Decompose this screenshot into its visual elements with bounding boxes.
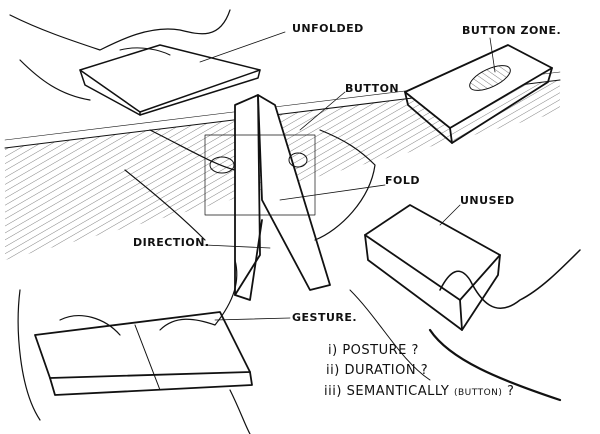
question-number: ii) [326, 363, 340, 378]
unused-device-sketch [349, 204, 581, 402]
unfolded-device-sketch [9, 9, 261, 116]
question-semantically: iii) SEMANTICALLY (BUTTON) ? [324, 384, 514, 399]
label-gesture: GESTURE. [292, 311, 358, 324]
button-zone-device-sketch [404, 44, 553, 144]
question-note: (BUTTON) [453, 388, 503, 398]
question-number: i) [328, 343, 338, 358]
question-text: DURATION ? [344, 363, 429, 378]
label-unfolded: UNFOLDED [292, 22, 364, 35]
label-unused: UNUSED [460, 194, 515, 207]
leader-lines [199, 31, 496, 321]
folded-device-sketch [124, 94, 376, 301]
question-duration: ii) DURATION ? [326, 363, 428, 378]
question-posture: i) POSTURE ? [328, 343, 419, 358]
gesture-device-sketch [17, 259, 253, 434]
label-button-zone: BUTTON ZONE. [462, 24, 562, 37]
question-text: POSTURE ? [342, 343, 419, 358]
label-fold: FOLD [385, 174, 421, 187]
label-button: BUTTON [345, 82, 400, 95]
question-text: SEMANTICALLY [346, 384, 450, 399]
label-direction: DIRECTION. [133, 236, 210, 249]
question-mark: ? [507, 384, 515, 399]
question-number: iii) [324, 384, 342, 399]
